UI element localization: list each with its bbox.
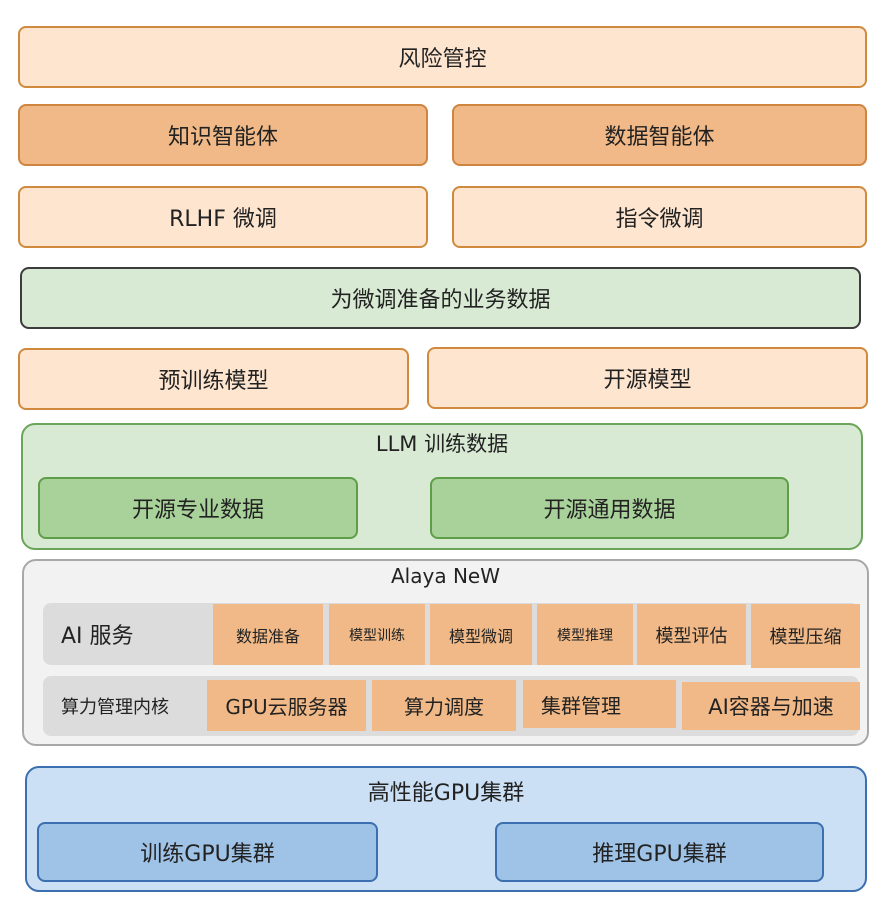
service-model-training: 模型训练 <box>329 604 425 665</box>
business-data-box: 为微调准备的业务数据 <box>20 267 861 329</box>
inference-gpu-cluster-box: 推理GPU集群 <box>495 822 824 882</box>
service-model-eval: 模型评估 <box>637 604 746 665</box>
kernel-gpu-cloud-server-label: GPU云服务器 <box>225 695 348 719</box>
open-domain-data-label: 开源专业数据 <box>131 498 264 523</box>
kernel-gpu-cloud-server: GPU云服务器 <box>207 680 366 731</box>
alaya-new-title: Alaya NeW <box>391 564 500 588</box>
open-source-model-label: 开源模型 <box>603 368 692 393</box>
risk-control-label: 风险管控 <box>398 47 487 72</box>
service-model-compress-label: 模型压缩 <box>769 627 842 648</box>
llm-training-data-title: LLM 训练数据 <box>375 432 509 456</box>
instruction-tuning-box: 指令微调 <box>452 186 867 248</box>
service-model-training-label: 模型训练 <box>349 627 405 644</box>
service-model-finetune-label: 模型微调 <box>448 626 513 646</box>
kernel-compute-scheduling-label: 算力调度 <box>404 695 484 719</box>
kernel-cluster-management: 集群管理 <box>523 680 676 728</box>
gpu-cluster-title: 高性能GPU集群 <box>367 781 525 806</box>
rlhf-tuning-box: RLHF 微调 <box>18 186 428 248</box>
rlhf-tuning-label: RLHF 微调 <box>169 207 277 232</box>
service-model-compress: 模型压缩 <box>751 604 860 668</box>
kernel-ai-container: AI容器与加速 <box>682 682 860 730</box>
kernel-compute-scheduling: 算力调度 <box>372 680 516 731</box>
service-model-eval-label: 模型评估 <box>655 625 728 647</box>
kernel-cluster-management-label: 集群管理 <box>541 693 621 718</box>
open-general-data-label: 开源通用数据 <box>543 498 676 523</box>
compute-kernel-label: 算力管理内核 <box>61 697 169 718</box>
service-model-finetune: 模型微调 <box>430 604 532 665</box>
training-gpu-cluster-box: 训练GPU集群 <box>37 822 378 882</box>
inference-gpu-cluster-label: 推理GPU集群 <box>592 842 727 867</box>
open-source-model-box: 开源模型 <box>427 347 868 409</box>
service-model-inference-label: 模型推理 <box>557 627 613 644</box>
knowledge-agent-box: 知识智能体 <box>18 104 428 166</box>
open-general-data-box: 开源通用数据 <box>430 477 789 539</box>
service-model-inference: 模型推理 <box>537 604 633 665</box>
knowledge-agent-label: 知识智能体 <box>167 125 278 150</box>
ai-services-label: AI 服务 <box>61 624 134 649</box>
instruction-tuning-label: 指令微调 <box>615 207 704 232</box>
pretrained-model-box: 预训练模型 <box>18 348 409 410</box>
business-data-label: 为微调准备的业务数据 <box>330 288 551 313</box>
service-data-prep-label: 数据准备 <box>235 626 300 646</box>
risk-control-box: 风险管控 <box>18 26 867 88</box>
kernel-ai-container-label: AI容器与加速 <box>708 695 834 719</box>
data-agent-box: 数据智能体 <box>452 104 867 166</box>
training-gpu-cluster-label: 训练GPU集群 <box>140 842 275 867</box>
pretrained-model-label: 预训练模型 <box>158 369 269 394</box>
data-agent-label: 数据智能体 <box>604 125 715 150</box>
open-domain-data-box: 开源专业数据 <box>38 477 358 539</box>
service-data-prep: 数据准备 <box>213 604 323 665</box>
